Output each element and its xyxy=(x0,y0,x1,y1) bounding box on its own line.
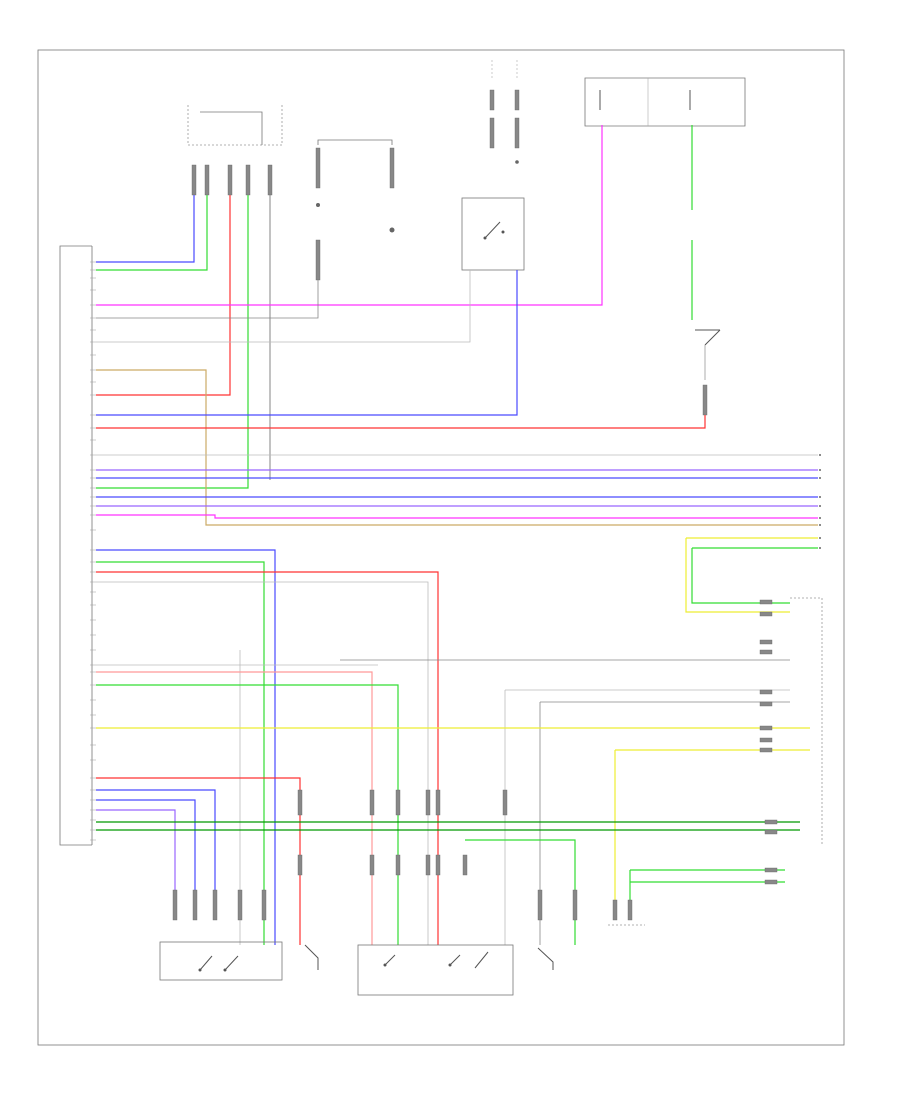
position-switch-right xyxy=(537,947,554,970)
right-ground-switch xyxy=(695,329,721,416)
bus-terminals xyxy=(819,454,821,549)
transfer-actuator xyxy=(159,941,283,981)
right-fuse-box xyxy=(584,77,746,127)
diff-actuator xyxy=(357,944,514,996)
ecu-block xyxy=(59,245,96,846)
fuse-block-mid xyxy=(315,139,395,281)
top-switch xyxy=(461,60,525,271)
bottom-connectors xyxy=(172,789,633,921)
wire-harness xyxy=(96,125,818,945)
instrument-cluster xyxy=(759,597,823,885)
top-module xyxy=(187,105,283,196)
diagram-frame xyxy=(37,49,845,1046)
position-switch-left xyxy=(304,944,319,970)
